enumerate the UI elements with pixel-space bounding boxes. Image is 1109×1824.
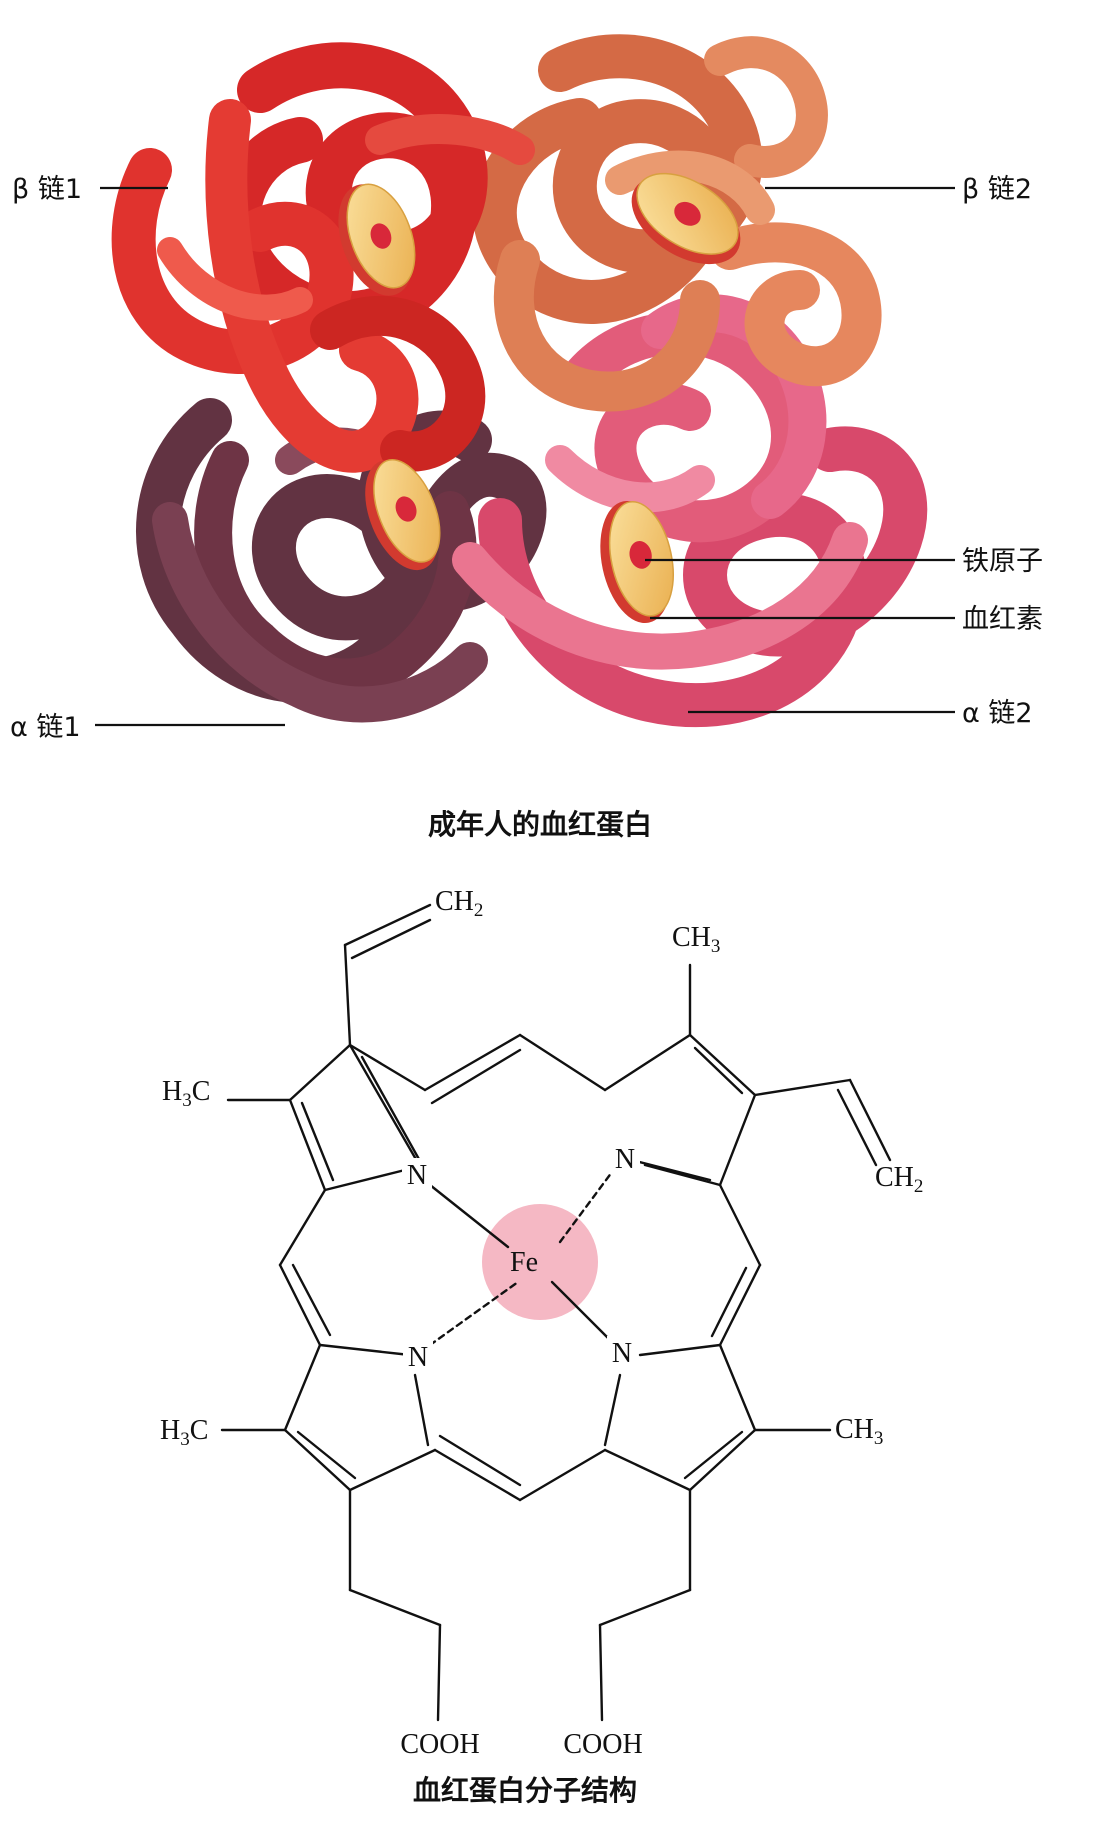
heme-structure: N N N N Fe CH2 CH3 CH2 H3C H3C CH3 COOH …	[160, 886, 923, 1807]
iron-atom-icon	[395, 496, 417, 522]
porphyrin-bonds	[220, 903, 892, 1722]
caption-bottom: 血红蛋白分子结构	[413, 1774, 637, 1807]
iron-atom-icon	[370, 223, 392, 249]
fe-highlight	[482, 1204, 598, 1320]
label-heme: 血红素	[962, 604, 1043, 635]
beta-chain-2	[472, 34, 882, 412]
nitrogen-bottom-right: N	[612, 1338, 632, 1369]
hemoglobin-protein-model: β 链1 β 链2 α 链1 铁原子 血红素 α 链2 成年人的血红蛋白	[10, 34, 1043, 841]
heme-disc-alpha1	[365, 458, 441, 571]
label-beta1: β 链1	[12, 174, 82, 205]
group-methyl-left-bottom: H3C	[160, 1415, 208, 1450]
heme-disc-alpha2	[600, 500, 674, 624]
nitrogen-top-left: N	[407, 1160, 427, 1191]
heme-disc-beta1	[338, 183, 416, 296]
heme-disc-beta2	[631, 172, 741, 265]
nitrogen-top-right: N	[615, 1144, 635, 1175]
carboxyl-right: COOH	[563, 1729, 642, 1760]
group-methyl-right-bottom: CH3	[835, 1414, 883, 1449]
caption-top: 成年人的血红蛋白	[428, 808, 652, 841]
group-vinyl-top: CH2	[435, 886, 483, 921]
label-iron-atom: 铁原子	[962, 546, 1043, 577]
iron-atom-icon	[629, 540, 652, 569]
beta-chain-1	[111, 42, 535, 473]
group-vinyl-right: CH2	[875, 1162, 923, 1197]
iron-atom: Fe	[510, 1247, 538, 1278]
label-alpha1: α 链1	[10, 712, 81, 743]
label-alpha2: α 链2	[962, 698, 1033, 729]
group-methyl-left-top: H3C	[162, 1076, 210, 1111]
iron-atom-icon	[674, 201, 701, 226]
nitrogen-bottom-left: N	[408, 1342, 428, 1373]
group-methyl-top-right: CH3	[672, 922, 720, 957]
carboxyl-left: COOH	[400, 1729, 479, 1760]
label-beta2: β 链2	[962, 174, 1032, 205]
